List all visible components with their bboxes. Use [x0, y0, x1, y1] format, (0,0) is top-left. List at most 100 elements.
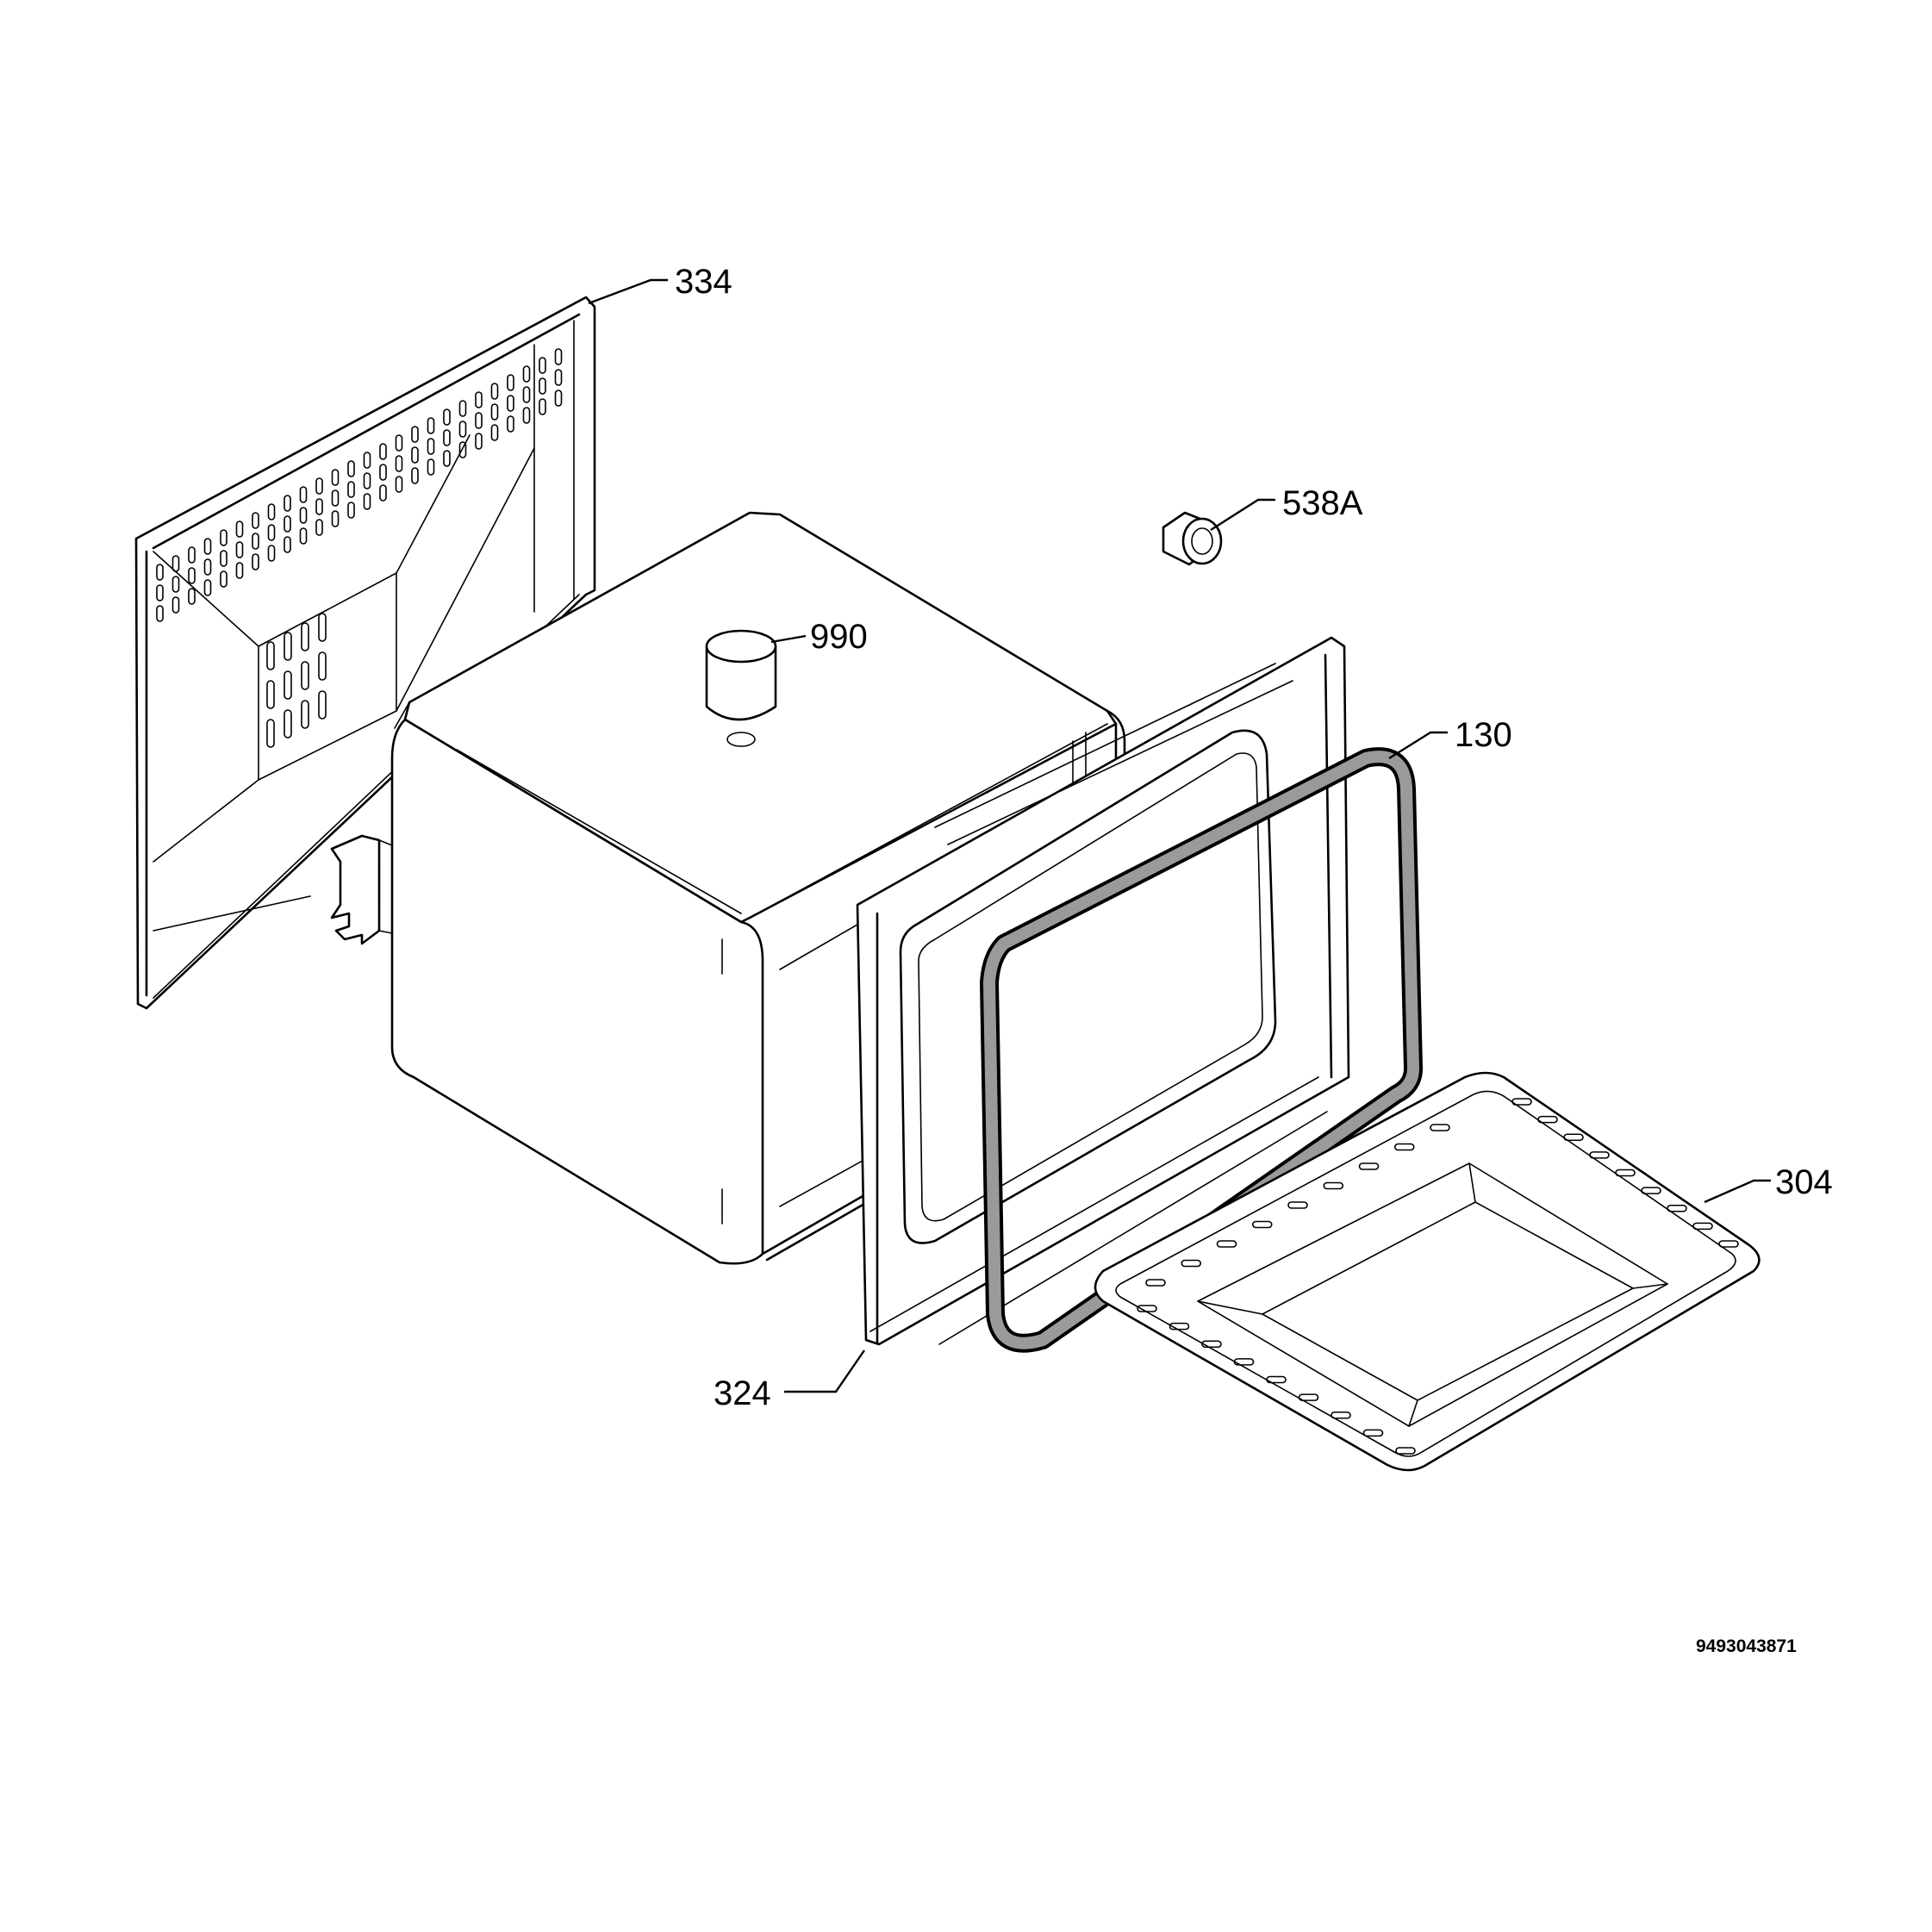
vent-slot	[267, 545, 276, 562]
leader-324	[784, 1349, 865, 1393]
vent-slot	[507, 395, 514, 412]
vent-slot	[475, 412, 483, 429]
vent-slot	[315, 477, 323, 495]
vent-slot	[522, 407, 531, 424]
vent-slot	[267, 503, 276, 520]
vent-slot	[554, 369, 563, 386]
tray-slot	[1201, 1340, 1222, 1349]
vent-slot	[299, 507, 308, 524]
vent-slot	[284, 536, 291, 553]
vent-slot	[347, 502, 355, 519]
baking-tray-part	[1094, 1071, 1761, 1472]
vent-slot	[284, 709, 292, 739]
vent-slot	[539, 357, 546, 374]
lamp-holder-part	[1162, 511, 1223, 566]
vent-slot	[299, 486, 308, 503]
vent-slot	[522, 365, 531, 383]
vent-slot	[443, 429, 451, 446]
vent-slot	[267, 524, 276, 541]
tray-slot	[1266, 1375, 1287, 1384]
vent-slot	[235, 520, 244, 538]
vent-slot	[220, 570, 227, 588]
label-304: 304	[1775, 1163, 1833, 1201]
vent-slot	[156, 564, 164, 581]
vent-slot	[554, 348, 563, 365]
tray-slot	[1641, 1187, 1661, 1194]
tray-slot	[1323, 1181, 1344, 1190]
document-number: 9493043871	[1696, 1636, 1797, 1656]
vent-slot	[395, 476, 403, 493]
tray-slot	[1233, 1358, 1255, 1366]
label-538A: 538A	[1282, 484, 1363, 522]
vent-slot	[490, 383, 499, 400]
leader-304	[1704, 1179, 1771, 1204]
vent-slot	[539, 398, 546, 415]
tray-slot	[1589, 1151, 1610, 1159]
vent-slot	[490, 424, 499, 441]
vent-slot	[507, 415, 514, 433]
leader-130	[1388, 731, 1448, 760]
vent-slot	[252, 533, 259, 550]
tray-slot	[1563, 1133, 1584, 1142]
vent-slot	[284, 515, 291, 533]
vent-slot	[522, 386, 531, 403]
vent-slot	[458, 441, 467, 458]
vent-slot	[411, 446, 419, 464]
tray-slot	[1298, 1393, 1319, 1401]
vent-slot	[379, 484, 387, 502]
vent-slot	[411, 426, 419, 443]
rear-panel-vents	[156, 348, 563, 748]
leader-990	[770, 634, 807, 644]
vent-slot	[363, 472, 371, 489]
vent-slot	[188, 567, 196, 584]
tray-slot	[1667, 1204, 1687, 1212]
vent-slot	[443, 450, 451, 467]
vent-slot	[379, 464, 387, 481]
leader-538A	[1210, 498, 1275, 532]
vent-slot	[331, 469, 340, 486]
vent-slot	[284, 495, 291, 512]
tray-slot	[1511, 1098, 1532, 1106]
vent-slot	[171, 576, 180, 593]
tray-slot	[1692, 1222, 1713, 1231]
tray-slot	[1137, 1305, 1157, 1312]
tray-slot	[1145, 1279, 1166, 1287]
tray-slot	[1362, 1429, 1384, 1437]
vent-slot	[443, 408, 451, 426]
vent-slot	[490, 403, 499, 421]
vent-slot	[301, 661, 309, 690]
vent-slot	[458, 400, 467, 417]
tray-slot	[1251, 1220, 1273, 1229]
vent-slot	[156, 605, 164, 622]
leader-334	[588, 278, 668, 305]
vent-slot	[315, 498, 323, 515]
vent-slot	[539, 377, 546, 395]
tray-slot	[1169, 1322, 1190, 1331]
tray-slots	[1137, 1098, 1739, 1455]
vent-slot	[379, 443, 387, 460]
vent-slot	[427, 417, 435, 434]
vent-slot	[315, 519, 323, 536]
vent-slot	[347, 460, 355, 477]
vent-slot	[203, 538, 212, 555]
vent-slot	[156, 584, 164, 601]
vent-slot	[554, 390, 563, 407]
vent-slot	[203, 558, 212, 576]
tray-slot	[1358, 1162, 1380, 1170]
vent-slot	[411, 467, 419, 484]
vent-slot	[318, 613, 327, 642]
vent-slot	[266, 719, 275, 748]
vent-slot	[318, 690, 327, 720]
vent-slot	[188, 546, 196, 564]
vent-slot	[301, 700, 309, 729]
top-knob-part	[705, 629, 777, 747]
label-130: 130	[1455, 716, 1512, 754]
vent-slot	[203, 579, 212, 596]
vent-slot	[171, 555, 180, 572]
vent-slot	[252, 553, 259, 570]
vent-slot	[266, 641, 275, 670]
vent-slot	[363, 452, 371, 469]
vent-slot	[252, 512, 259, 529]
vent-slot	[220, 550, 227, 567]
